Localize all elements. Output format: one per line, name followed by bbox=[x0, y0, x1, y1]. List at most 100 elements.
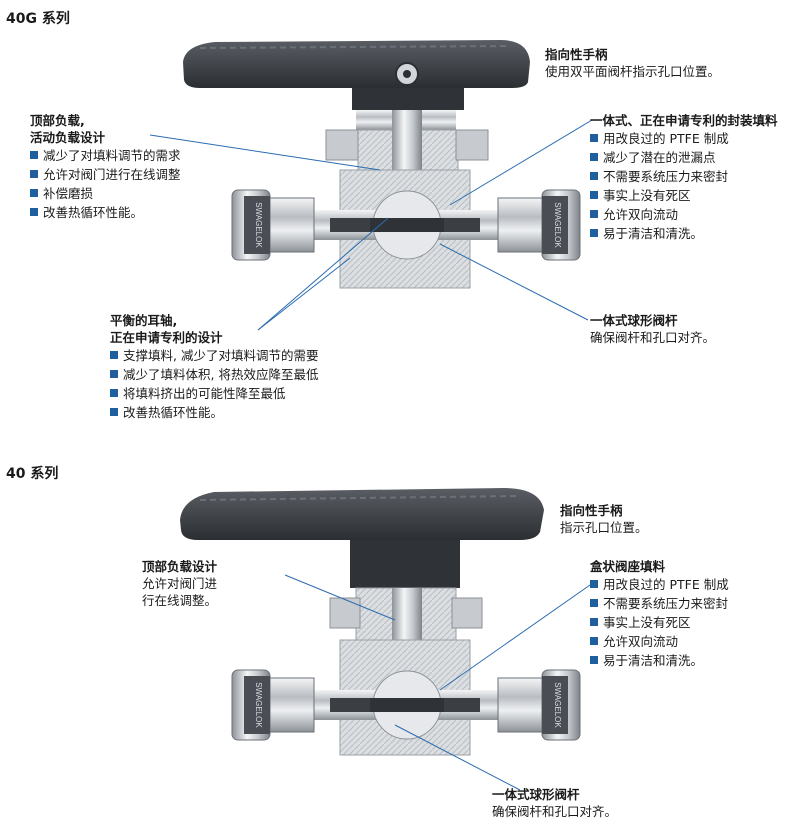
list-item: 改善热循环性能。 bbox=[110, 403, 318, 422]
handle-40g bbox=[183, 40, 530, 88]
list-item: 减少了对填料调节的需求 bbox=[30, 146, 181, 165]
callout-text: 指示孔口位置。 bbox=[560, 520, 648, 535]
callout-ball-40: 一体式球形阀杆 确保阀杆和孔口对齐。 bbox=[492, 786, 617, 820]
bullet-square-icon bbox=[30, 189, 38, 197]
callout-top-load-40g: 顶部负载, 活动负载设计 减少了对填料调节的需求 允许对阀门进行在线调整 补偿磨… bbox=[30, 112, 181, 222]
bullet-square-icon bbox=[590, 191, 598, 199]
list-item-text: 改善热循环性能。 bbox=[123, 405, 224, 420]
bullet-square-icon bbox=[590, 599, 598, 607]
list-item-text: 将填料挤出的可能性降至最低 bbox=[123, 386, 286, 401]
list-item-text: 用改良过的 PTFE 制成 bbox=[603, 577, 729, 592]
bullet-square-icon bbox=[30, 208, 38, 216]
bullet-list: 支撑填料, 减少了对填料调节的需要 减少了填料体积, 将热效应降至最低 将填料挤… bbox=[110, 346, 318, 422]
callout-handle-40: 指向性手柄 指示孔口位置。 bbox=[560, 502, 648, 536]
brand-marking-bottom-right: SWAGELOK bbox=[553, 682, 562, 728]
callout-text: 确保阀杆和孔口对齐。 bbox=[492, 804, 618, 819]
callout-heading-line: 平衡的耳轴, bbox=[110, 313, 178, 328]
list-item-text: 事实上没有死区 bbox=[603, 615, 691, 630]
list-item: 事实上没有死区 bbox=[590, 613, 729, 632]
callout-packing-40g: 一体式、正在申请专利的封装填料 用改良过的 PTFE 制成 减少了潜在的泄漏点 … bbox=[590, 112, 778, 243]
list-item: 用改良过的 PTFE 制成 bbox=[590, 575, 729, 594]
list-item: 补偿磨损 bbox=[30, 184, 181, 203]
valve-40-drawing bbox=[180, 488, 581, 756]
list-item: 易于清洁和清洗。 bbox=[590, 224, 778, 243]
bullet-square-icon bbox=[110, 408, 118, 416]
callout-text: 使用双平面阀杆指示孔口位置。 bbox=[545, 64, 721, 79]
list-item: 允许双向流动 bbox=[590, 632, 729, 651]
list-item-text: 易于清洁和清洗。 bbox=[603, 653, 704, 668]
list-item-text: 事实上没有死区 bbox=[603, 188, 691, 203]
list-item-text: 允许双向流动 bbox=[603, 634, 679, 649]
list-item-text: 允许对阀门进行在线调整 bbox=[43, 167, 181, 182]
bullet-list: 用改良过的 PTFE 制成 减少了潜在的泄漏点 不需要系统压力来密封 事实上没有… bbox=[590, 129, 778, 243]
list-item: 事实上没有死区 bbox=[590, 186, 778, 205]
list-item-text: 支撑填料, 减少了对填料调节的需要 bbox=[123, 348, 319, 363]
list-item-text: 减少了潜在的泄漏点 bbox=[603, 150, 716, 165]
bullet-square-icon bbox=[30, 151, 38, 159]
list-item: 减少了填料体积, 将热效应降至最低 bbox=[110, 365, 318, 384]
bullet-square-icon bbox=[590, 637, 598, 645]
callout-heading: 顶部负载设计 bbox=[142, 559, 218, 574]
callout-heading: 指向性手柄 bbox=[560, 503, 623, 518]
callout-heading: 一体式球形阀杆 bbox=[492, 787, 580, 802]
bullet-square-icon bbox=[590, 210, 598, 218]
list-item: 不需要系统压力来密封 bbox=[590, 594, 729, 613]
bullet-square-icon bbox=[590, 580, 598, 588]
list-item-text: 补偿磨损 bbox=[43, 186, 94, 201]
callout-heading: 指向性手柄 bbox=[545, 47, 608, 62]
bullet-square-icon bbox=[590, 172, 598, 180]
list-item: 允许双向流动 bbox=[590, 205, 778, 224]
list-item: 允许对阀门进行在线调整 bbox=[30, 165, 181, 184]
list-item-text: 减少了对填料调节的需求 bbox=[43, 148, 181, 163]
handle-40 bbox=[180, 488, 544, 540]
valve-40g-drawing bbox=[183, 40, 581, 289]
callout-ball-40g: 一体式球形阀杆 确保阀杆和孔口对齐。 bbox=[590, 312, 715, 346]
list-item: 改善热循环性能。 bbox=[30, 203, 181, 222]
bullet-square-icon bbox=[590, 618, 598, 626]
list-item-text: 不需要系统压力来密封 bbox=[603, 596, 729, 611]
list-item-text: 易于清洁和清洗。 bbox=[603, 226, 704, 241]
list-item: 将填料挤出的可能性降至最低 bbox=[110, 384, 318, 403]
brand-marking-top-right: SWAGELOK bbox=[553, 202, 562, 248]
bullet-square-icon bbox=[30, 170, 38, 178]
list-item-text: 允许双向流动 bbox=[603, 207, 679, 222]
callout-top-load-40: 顶部负载设计 允许对阀门进 行在线调整。 bbox=[142, 558, 217, 609]
bullet-square-icon bbox=[590, 153, 598, 161]
callout-heading: 一体式球形阀杆 bbox=[590, 313, 678, 328]
list-item: 易于清洁和清洗。 bbox=[590, 651, 729, 670]
callout-heading-line: 顶部负载, bbox=[30, 113, 85, 128]
bullet-list: 减少了对填料调节的需求 允许对阀门进行在线调整 补偿磨损 改善热循环性能。 bbox=[30, 146, 181, 222]
list-item-text: 不需要系统压力来密封 bbox=[603, 169, 729, 184]
brand-marking-bottom-left: SWAGELOK bbox=[254, 682, 263, 728]
brand-marking-top-left: SWAGELOK bbox=[254, 202, 263, 248]
callout-heading: 一体式、正在申请专利的封装填料 bbox=[590, 113, 778, 128]
callout-trunnion-40g: 平衡的耳轴, 正在申请专利的设计 支撑填料, 减少了对填料调节的需要 减少了填料… bbox=[110, 312, 318, 422]
bullet-square-icon bbox=[110, 389, 118, 397]
section-title-40g: 40G 系列 bbox=[6, 11, 70, 27]
callout-heading-line: 正在申请专利的设计 bbox=[110, 330, 223, 345]
callout-heading-line: 活动负载设计 bbox=[30, 130, 106, 145]
callout-heading: 盒状阀座填料 bbox=[590, 559, 666, 574]
callout-text-line: 行在线调整。 bbox=[142, 593, 218, 608]
list-item-text: 用改良过的 PTFE 制成 bbox=[603, 131, 729, 146]
leader-lines-bottom bbox=[284, 574, 591, 791]
list-item: 支撑填料, 减少了对填料调节的需要 bbox=[110, 346, 318, 365]
bullet-list: 用改良过的 PTFE 制成 不需要系统压力来密封 事实上没有死区 允许双向流动 … bbox=[590, 575, 729, 670]
list-item: 不需要系统压力来密封 bbox=[590, 167, 778, 186]
bullet-square-icon bbox=[110, 351, 118, 359]
bullet-square-icon bbox=[590, 229, 598, 237]
leader-lines-top bbox=[149, 119, 593, 331]
bullet-square-icon bbox=[590, 134, 598, 142]
list-item-text: 减少了填料体积, 将热效应降至最低 bbox=[123, 367, 319, 382]
callout-handle-40g: 指向性手柄 使用双平面阀杆指示孔口位置。 bbox=[545, 46, 720, 80]
list-item: 用改良过的 PTFE 制成 bbox=[590, 129, 778, 148]
list-item-text: 改善热循环性能。 bbox=[43, 205, 144, 220]
callout-text: 确保阀杆和孔口对齐。 bbox=[590, 330, 716, 345]
callout-text-line: 允许对阀门进 bbox=[142, 576, 218, 591]
bullet-square-icon bbox=[590, 656, 598, 664]
section-title-40: 40 系列 bbox=[6, 466, 59, 482]
callout-seat-40: 盒状阀座填料 用改良过的 PTFE 制成 不需要系统压力来密封 事实上没有死区 … bbox=[590, 558, 729, 670]
bullet-square-icon bbox=[110, 370, 118, 378]
list-item: 减少了潜在的泄漏点 bbox=[590, 148, 778, 167]
